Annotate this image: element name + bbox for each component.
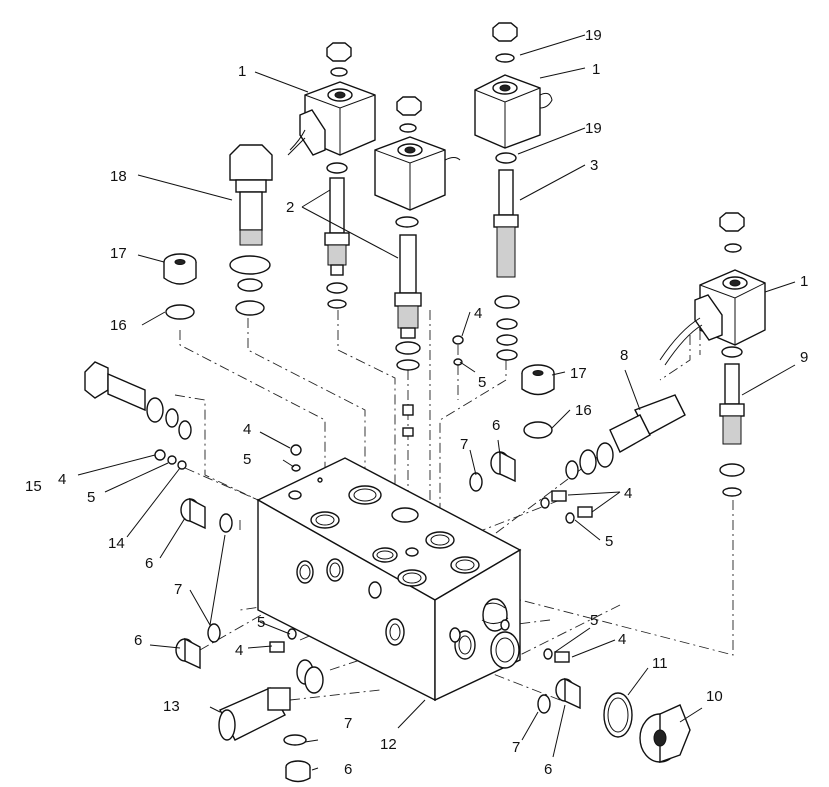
fittings-right [269,490,593,663]
valve-13 [218,659,324,741]
callout-14: 14 [108,535,125,552]
callout-12: 12 [380,736,397,753]
manifold-block [256,457,522,702]
o-ring-11 [603,692,633,738]
callout-6: 6 [492,417,500,434]
valve-stem-far-right [719,346,745,497]
valve-stem-left [324,162,350,309]
callout-17: 17 [570,365,587,382]
callout-5: 5 [257,614,265,631]
callout-2: 2 [286,199,294,216]
callout-13: 13 [163,698,180,715]
callout-3: 3 [590,157,598,174]
callout-5: 5 [478,374,486,391]
callout-16: 16 [575,402,592,419]
callout-6: 6 [134,632,142,649]
callout-16: 16 [110,317,127,334]
solenoid-coil-center [374,136,461,211]
callout-4: 4 [618,631,626,648]
callout-1: 1 [238,63,246,80]
callout-5: 5 [87,489,95,506]
callout-19: 19 [585,27,602,44]
callout-7: 7 [344,715,352,732]
valve-15 [84,361,192,440]
callout-5: 5 [243,451,251,468]
plugs-6 [175,450,581,783]
solenoid-coil-right [659,269,766,366]
valve-stem-center [394,216,422,437]
callout-4: 4 [58,471,66,488]
callout-7: 7 [174,581,182,598]
callout-6: 6 [344,761,352,778]
callout-4: 4 [474,305,482,322]
callout-18: 18 [110,168,127,185]
callout-7: 7 [460,436,468,453]
callout-10: 10 [706,688,723,705]
callout-11: 11 [652,655,668,672]
solenoid-coil-left [287,81,376,156]
callout-6: 6 [145,555,153,572]
valve-8 [565,394,686,480]
callout-8: 8 [620,347,628,364]
plug-10 [639,704,691,763]
callout-19: 19 [585,120,602,137]
coil-nuts [326,22,745,253]
fittings-left [154,335,464,472]
plug-17-right [521,364,555,439]
leader-lines [77,34,796,771]
callout-1: 1 [592,61,600,78]
plug-17-left [163,253,197,320]
callout-4: 4 [624,485,632,502]
callout-5: 5 [605,533,613,550]
valve-stem-right-top [493,152,520,361]
callout-4: 4 [243,421,251,438]
relief-valve-cartridge [229,144,273,316]
callout-1: 1 [800,273,808,290]
callout-labels: 1 1 1 2 3 4 4 4 4 4 4 5 5 5 5 5 5 6 6 6 … [25,27,808,778]
solenoid-coil-top-right [474,74,553,149]
o-rings-7 [207,472,551,746]
callout-17: 17 [110,245,127,262]
callout-9: 9 [800,349,808,366]
callout-5: 5 [590,612,598,629]
callout-4: 4 [235,642,243,659]
callout-7: 7 [512,739,520,756]
callout-15: 15 [25,478,42,495]
callout-6: 6 [544,761,552,778]
